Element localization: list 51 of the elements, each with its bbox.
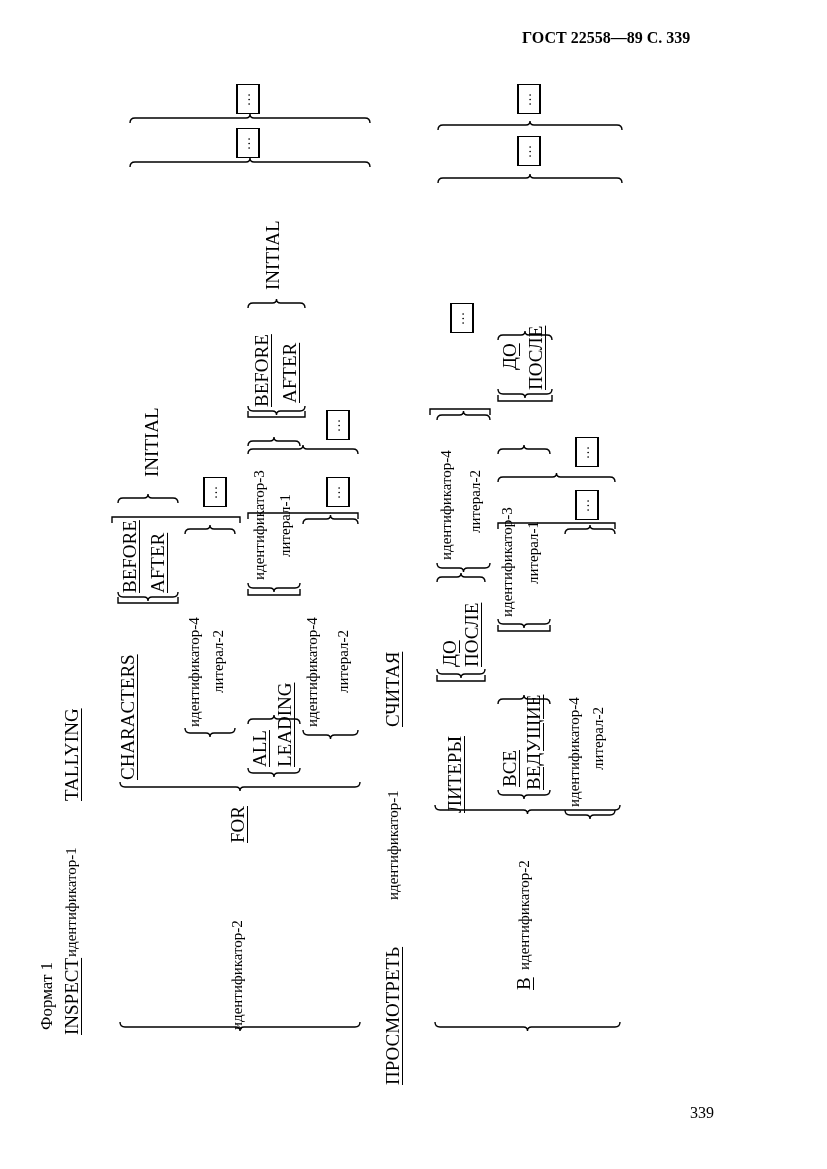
syntax-keyword: ПРОСМОТРЕТЬ [383,946,402,1085]
ellipsis-box: ... [326,477,350,507]
syntax-operand: идентификатор-4 [305,617,320,727]
syntax-keyword: ALL [250,730,269,767]
syntax-keyword: LEADING [275,682,294,767]
ellipsis-box: ... [575,490,599,520]
syntax-operand: литерал-2 [211,630,226,693]
syntax-keyword: ДО [500,343,519,370]
syntax-keyword: ПОСЛЕ [462,602,481,667]
syntax-operand: литерал-2 [468,470,483,533]
syntax-operand: литерал-1 [526,521,541,584]
syntax-operand: идентификатор-4 [439,450,454,560]
syntax-keyword: BEFORE [252,334,271,407]
syntax-operand: идентификатор-3 [500,507,515,617]
syntax-operand: литерал-1 [278,494,293,557]
syntax-keyword: AFTER [280,342,299,403]
syntax-operand: идентификатор-4 [567,697,582,807]
ellipsis-box: ... [517,136,541,166]
syntax-keyword: INITIAL [142,407,161,477]
syntax-keyword: В [514,977,533,990]
format-heading: Формат 1 [38,961,55,1030]
syntax-keyword: СЧИТАЯ [383,651,402,727]
syntax-keyword: INSPECT [62,957,81,1035]
ellipsis-box: ... [517,84,541,114]
page-header: ГОСТ 22558—89 С. 339 [522,30,691,46]
ellipsis-box: ... [203,477,227,507]
ellipsis-box: ... [575,437,599,467]
syntax-keyword: INITIAL [263,220,282,290]
syntax-operand: литерал-2 [336,630,351,693]
syntax-operand: литерал-2 [591,707,606,770]
syntax-keyword: AFTER [148,532,167,593]
syntax-operand: идентификатор-2 [517,860,532,970]
ellipsis-box: ... [450,303,474,333]
syntax-operand: идентификатор-1 [386,790,401,900]
syntax-operand: идентификатор-2 [230,920,245,1030]
syntax-keyword: ЛИТЕРЫ [445,736,464,813]
ellipsis-box: ... [236,128,260,158]
syntax-keyword: BEFORE [120,520,139,593]
page-number: 339 [690,1105,714,1121]
syntax-keyword: ПОСЛЕ [526,325,545,390]
ellipsis-box: ... [326,410,350,440]
syntax-keyword: CHARACTERS [118,654,137,780]
syntax-keyword: ВСЕ [500,750,519,787]
syntax-keyword: ДО [440,640,459,667]
ellipsis-box: ... [236,84,260,114]
syntax-keyword: FOR [228,806,247,843]
syntax-keyword: TALLYING [62,708,81,801]
syntax-operand: идентификатор-4 [187,617,202,727]
syntax-operand: идентификатор-3 [252,470,267,580]
syntax-operand: идентификатор-1 [64,847,79,957]
syntax-keyword: ВЕДУЩИЕ [524,694,543,790]
